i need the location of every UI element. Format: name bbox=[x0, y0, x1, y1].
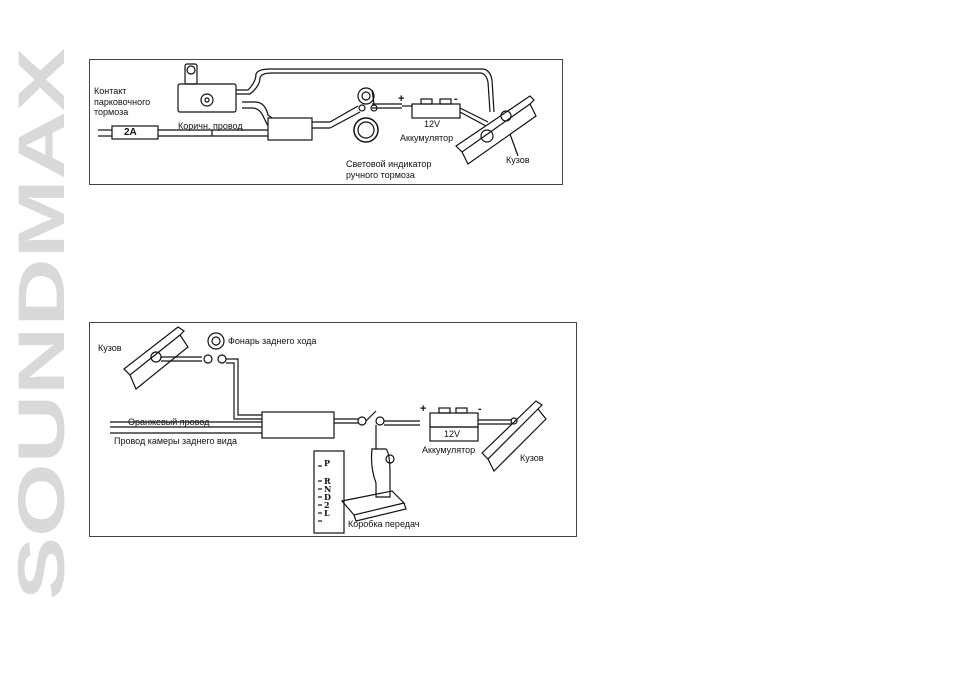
battery-top bbox=[430, 413, 478, 427]
gear-l: L bbox=[324, 509, 330, 518]
ground-point bbox=[481, 130, 493, 142]
reverse-light-label: Фонарь заднего хода bbox=[228, 336, 316, 347]
plus-terminal: + bbox=[398, 93, 404, 105]
brown-wire-label: Коричн. провод bbox=[178, 121, 243, 132]
camera-wire-label: Провод камеры заднего вида bbox=[114, 436, 237, 447]
minus-terminal: - bbox=[478, 403, 482, 415]
reverse-camera-wiring-diagram: Кузов Фонарь заднего хода Оранжевый пров… bbox=[89, 322, 577, 537]
minus-terminal: - bbox=[454, 93, 458, 105]
logo-lettering: SOUNDMAX bbox=[16, 48, 78, 600]
battery-voltage: 12V bbox=[424, 119, 440, 129]
body-right-label: Кузов bbox=[520, 453, 544, 464]
brake-switch-terminal bbox=[201, 94, 213, 106]
parking-brake-wiring-diagram: Контакт парковочного тормоза 2A Коричн. … bbox=[89, 59, 563, 185]
ground-point-right bbox=[511, 418, 517, 424]
reverse-lamp bbox=[208, 333, 224, 349]
battery-label: Аккумулятор bbox=[400, 133, 453, 144]
reverse-light-wire bbox=[236, 359, 262, 415]
long-loop-wire bbox=[236, 69, 494, 112]
gearbox-label: Коробка передач bbox=[348, 519, 420, 530]
orange-wire-label: Оранжевый провод bbox=[128, 417, 209, 428]
reverse-camera-wiring-drawing bbox=[90, 323, 576, 536]
plus-terminal: + bbox=[420, 403, 426, 415]
battery-label: Аккумулятор bbox=[422, 445, 475, 456]
gear-switch bbox=[366, 411, 376, 421]
gear-p: P bbox=[324, 459, 330, 468]
soundmax-logo: SOUNDMAX bbox=[16, 48, 80, 600]
car-body-strip bbox=[456, 96, 534, 152]
battery-voltage: 12V bbox=[444, 429, 460, 439]
parking-brake-wiring-drawing bbox=[90, 60, 562, 184]
indicator-wire bbox=[330, 106, 358, 122]
brake-indicator-label: Световой индикатор ручного тормоза bbox=[346, 159, 446, 180]
car-body-right bbox=[482, 401, 542, 459]
car-body-left bbox=[124, 327, 184, 375]
wiring-box bbox=[262, 412, 334, 438]
battery-top bbox=[412, 104, 460, 118]
fuse-label: 2A bbox=[124, 127, 137, 138]
switch-wire-1 bbox=[242, 102, 272, 118]
body-left-label: Кузов bbox=[98, 343, 122, 354]
body-label: Кузов bbox=[506, 155, 530, 166]
parking-contact-label: Контакт парковочного тормоза bbox=[94, 86, 164, 118]
wiring-box bbox=[268, 118, 312, 140]
